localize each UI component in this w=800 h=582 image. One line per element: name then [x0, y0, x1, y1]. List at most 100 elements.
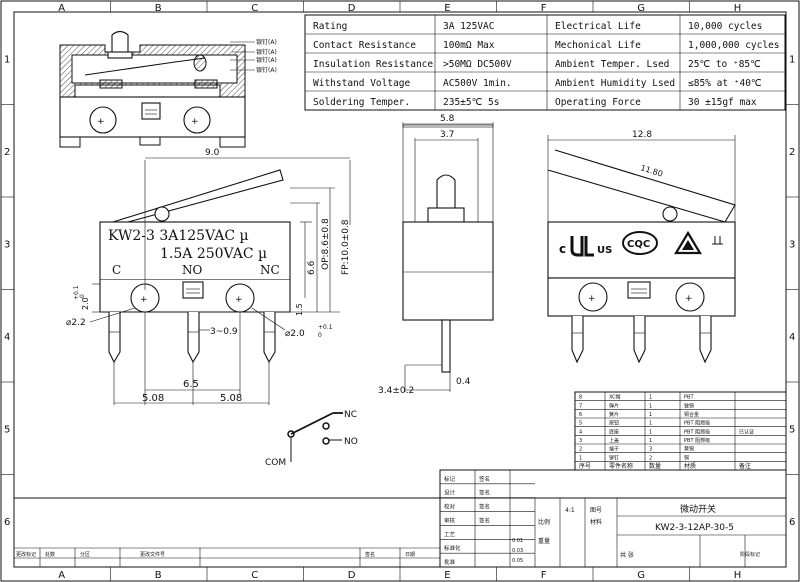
column-label-bottom-D: D — [348, 570, 356, 581]
switch-schematic: NC NO COM — [265, 410, 358, 468]
column-label-bottom-C: C — [251, 570, 258, 581]
spec-cell-3-0: Withstand Voltage — [313, 78, 411, 89]
bom-header-2: 数量 — [649, 462, 661, 470]
bom-cell-7-0: 1 — [579, 455, 582, 461]
svg-text:+: + — [685, 294, 693, 304]
title-row-label-4: 工艺 — [444, 531, 456, 538]
triangle-cert-icon — [674, 230, 702, 255]
row-label-6: 6 — [4, 517, 10, 528]
dim-width: 9.0 — [205, 148, 220, 158]
section-view: + + 银钉(A) 银钉(A) 银钉(A) 银钉(A) — [59, 30, 277, 148]
svg-text:+: + — [588, 294, 596, 304]
title-bottom-labels: 更改标记处数分区更改文件号签名日期阶段标记 — [16, 551, 760, 558]
scale-label: 比例 — [538, 518, 550, 526]
title-bottom-0: 更改标记 — [16, 551, 36, 558]
column-label-E: E — [444, 3, 450, 14]
column-label-A: A — [58, 3, 65, 14]
bom-cell-0-3: PBT — [684, 395, 694, 401]
column-label-B: B — [155, 3, 162, 14]
bom-cell-1-3: 铍铜 — [684, 402, 694, 409]
cert-small-mark — [712, 236, 723, 245]
dim-pitch-right: 5.08 — [220, 393, 242, 404]
title-bottom-6: 阶段标记 — [740, 551, 760, 558]
column-label-G: G — [637, 3, 645, 14]
small-val-3: 0.05 — [512, 558, 523, 564]
dim-pitch-left: 5.08 — [142, 393, 164, 404]
dim-hole-right-tol2: 0 — [318, 332, 322, 339]
bom-cell-1-2: 1 — [649, 403, 652, 409]
bom-cell-2-3: 铜合金 — [684, 411, 699, 418]
title-bottom-5: 日期 — [405, 552, 415, 558]
spec-cell-0-3: 10,000 cycles — [688, 21, 762, 32]
svg-text:+: + — [140, 295, 148, 305]
title-bottom-2: 分区 — [80, 551, 90, 558]
dim-base: 1.5 — [295, 303, 304, 316]
bom-cell-0-1: XC帽 — [609, 394, 621, 401]
section-callout-4: 银钉(A) — [256, 66, 277, 74]
title-row-label-1: 设计 — [444, 489, 456, 497]
ul-c-mark: c — [559, 242, 566, 256]
row-label-3: 3 — [4, 239, 10, 250]
bom-cell-5-0: 3 — [579, 438, 582, 444]
svg-text:+: + — [235, 295, 243, 305]
part-number: KW2-3-12AP-30-5 — [655, 523, 734, 533]
spec-cell-1-0: Contact Resistance — [313, 40, 416, 51]
schematic-no: NO — [344, 437, 358, 447]
title-row-label-3: 审核 — [444, 516, 456, 524]
dim-op: OP:8.6±0.8 — [321, 218, 331, 270]
bom-cell-5-1: 上盖 — [609, 437, 619, 444]
section-callout-2: 银钉(A) — [256, 48, 277, 56]
bom-cell-4-3: PBT 阻燃级 — [684, 428, 710, 435]
title-row-label-2: 校对 — [444, 503, 456, 511]
column-label-bottom-H: H — [734, 570, 742, 581]
ul-logo-icon — [570, 236, 594, 257]
plus-mark: + — [97, 117, 105, 127]
title-bottom-3: 更改文件号 — [140, 551, 165, 558]
column-label-bottom-A: A — [58, 570, 65, 581]
column-label-bottom-B: B — [155, 570, 162, 581]
side-dim-thick: 0.4 — [456, 377, 471, 387]
right-view: 12.8 11.80 + + c US CQC — [547, 130, 736, 364]
front-view: + + KW2-3 3A125VAC µ 1.5A 250VAC µ C NO … — [66, 148, 351, 405]
dim-hole-right-tol: +0.1 — [318, 324, 333, 331]
spec-cell-3-1: AC500V 1min. — [443, 78, 512, 89]
bom-cell-4-0: 4 — [579, 429, 582, 435]
dim-side-tol: 2.0 — [81, 297, 90, 310]
bom-cell-3-0: 5 — [579, 421, 582, 427]
row-label-right-3: 3 — [789, 239, 795, 250]
bom-cell-2-2: 1 — [649, 412, 652, 418]
bom-cell-6-3: 黄铜 — [684, 446, 694, 453]
material-label: 材料 — [590, 518, 602, 526]
bom-cell-7-2: 2 — [649, 455, 652, 461]
bom-cell-3-2: 1 — [649, 421, 652, 427]
column-label-bottom-E: E — [444, 570, 450, 581]
spec-cell-2-0: Insulation Resistance — [313, 59, 433, 70]
spec-cell-3-2: Ambient Humidity Lsed — [555, 78, 675, 89]
right-dim-width: 12.8 — [632, 130, 652, 140]
column-label-bottom-G: G — [637, 570, 645, 581]
section-callout-1: 银钉(A) — [256, 38, 277, 46]
bom-cell-4-4: 已认证 — [739, 428, 754, 435]
front-marking-line1: KW2-3 3A125VAC µ — [108, 228, 249, 244]
title-sign-1: 签名 — [479, 489, 490, 497]
spec-cell-3-3: ≤85% at ⁺40℃ — [688, 78, 762, 89]
bom-header-3: 材质 — [684, 462, 696, 470]
dim-span: 6.5 — [183, 379, 199, 390]
title-block: 微动开关 KW2-3-12AP-30-5 比例 4:1 重量 材料 图号 共 张… — [13, 469, 787, 568]
title-bottom-4: 签名 — [365, 551, 375, 558]
dim-fp: FP:10.0±0.8 — [341, 219, 351, 275]
bom-header-1: 零件名称 — [609, 462, 633, 470]
terminal-label-no: NO — [182, 263, 203, 277]
terminal-label-nc: NC — [260, 263, 280, 277]
column-label-F: F — [541, 3, 547, 14]
dim-pin-gap: 3~0.9 — [210, 327, 238, 337]
ul-us-mark: US — [597, 245, 612, 256]
drawing-no-label: 图号 — [590, 507, 602, 514]
bom-cell-5-2: 1 — [649, 438, 652, 444]
row-label-2: 2 — [4, 147, 10, 158]
